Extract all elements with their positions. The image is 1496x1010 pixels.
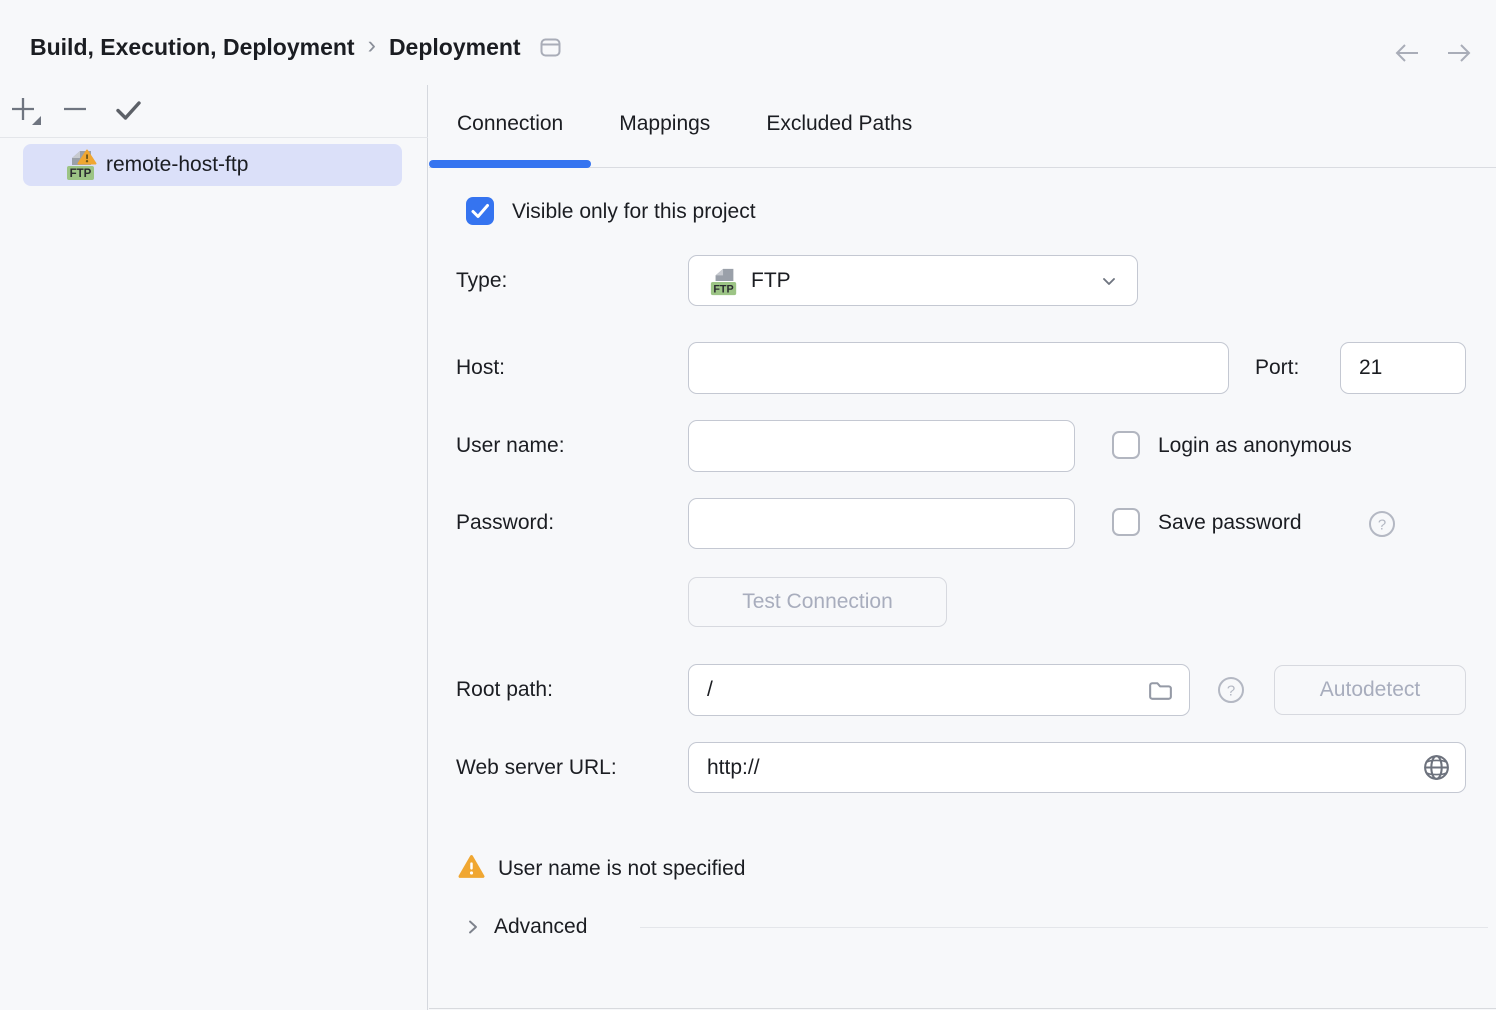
type-select[interactable]: FTP FTP <box>688 255 1138 306</box>
host-input[interactable] <box>689 343 1228 393</box>
connection-settings-panel: Connection Mappings Excluded Paths Visib… <box>429 85 1496 1010</box>
root-path-field-wrap <box>688 664 1190 716</box>
password-field-wrap <box>688 498 1075 549</box>
remove-server-button[interactable] <box>58 94 92 128</box>
show-as-dialog-icon[interactable] <box>540 38 561 57</box>
port-label: Port: <box>1255 356 1300 379</box>
web-server-url-field-wrap <box>688 742 1466 793</box>
svg-text:FTP: FTP <box>70 168 92 180</box>
svg-text:?: ? <box>1227 683 1235 700</box>
type-select-value: FTP <box>751 268 791 292</box>
root-path-label: Root path: <box>456 678 553 701</box>
breadcrumb-item-build-execution-deployment[interactable]: Build, Execution, Deployment <box>30 33 355 60</box>
web-server-url-label: Web server URL: <box>456 756 617 779</box>
advanced-section-toggle[interactable]: Advanced <box>494 915 588 938</box>
tab-bar-divider <box>429 167 1496 168</box>
web-server-url-input[interactable] <box>689 743 1422 792</box>
back-arrow-icon[interactable] <box>1392 38 1422 68</box>
visible-only-label: Visible only for this project <box>512 200 756 223</box>
tab-connection[interactable]: Connection <box>429 85 592 168</box>
breadcrumb-separator: › <box>367 30 376 59</box>
test-connection-button[interactable]: Test Connection <box>688 577 947 627</box>
type-label: Type: <box>456 269 508 292</box>
svg-text:FTP: FTP <box>713 283 733 295</box>
check-icon <box>116 101 141 120</box>
visible-only-checkbox[interactable] <box>466 197 494 225</box>
chevron-down-icon <box>1099 271 1119 291</box>
server-list-panel: FTP remote-host-ftp <box>0 85 428 1010</box>
folder-browse-icon[interactable] <box>1146 676 1175 705</box>
save-password-label: Save password <box>1158 511 1302 534</box>
user-name-label: User name: <box>456 434 565 457</box>
forward-arrow-icon[interactable] <box>1444 38 1474 68</box>
password-label: Password: <box>456 511 555 534</box>
globe-icon <box>1422 753 1451 782</box>
login-anonymous-label: Login as anonymous <box>1158 434 1352 457</box>
root-path-help-icon[interactable]: ? <box>1217 676 1245 704</box>
server-list-item[interactable]: FTP remote-host-ftp <box>23 144 402 186</box>
set-default-server-button[interactable] <box>111 94 145 128</box>
panel-bottom-divider <box>429 1008 1496 1009</box>
ftp-server-warning-icon: FTP <box>65 149 97 181</box>
host-label: Host: <box>456 356 506 379</box>
tab-excluded-paths[interactable]: Excluded Paths <box>766 111 913 135</box>
user-name-field-wrap <box>688 420 1075 472</box>
toolbar-separator <box>0 137 428 138</box>
breadcrumb-item-deployment[interactable]: Deployment <box>388 33 521 60</box>
plus-icon <box>12 98 41 125</box>
breadcrumb: Build, Execution, Deployment › Deploymen… <box>30 28 561 66</box>
login-anonymous-checkbox[interactable] <box>1112 431 1140 459</box>
svg-text:?: ? <box>1378 517 1386 534</box>
password-input[interactable] <box>689 499 1074 548</box>
ftp-type-icon: FTP <box>709 266 739 296</box>
port-input[interactable] <box>1341 343 1465 393</box>
server-list-item-label: remote-host-ftp <box>106 153 249 176</box>
save-password-help-icon[interactable]: ? <box>1368 510 1396 538</box>
tab-mappings[interactable]: Mappings <box>619 111 711 135</box>
tab-bar: Connection Mappings Excluded Paths <box>429 85 940 168</box>
autodetect-button[interactable]: Autodetect <box>1274 665 1466 715</box>
root-path-input[interactable] <box>689 665 1146 715</box>
warning-message: User name is not specified <box>498 857 746 880</box>
warning-icon <box>458 854 485 879</box>
chevron-right-icon[interactable] <box>464 918 482 936</box>
user-name-input[interactable] <box>689 421 1074 471</box>
add-server-button[interactable] <box>8 94 42 128</box>
host-field-wrap <box>688 342 1229 394</box>
checkmark-icon <box>471 204 489 218</box>
save-password-checkbox[interactable] <box>1112 508 1140 536</box>
port-field-wrap <box>1340 342 1466 394</box>
advanced-section-divider <box>640 927 1488 928</box>
minus-icon <box>64 107 86 111</box>
